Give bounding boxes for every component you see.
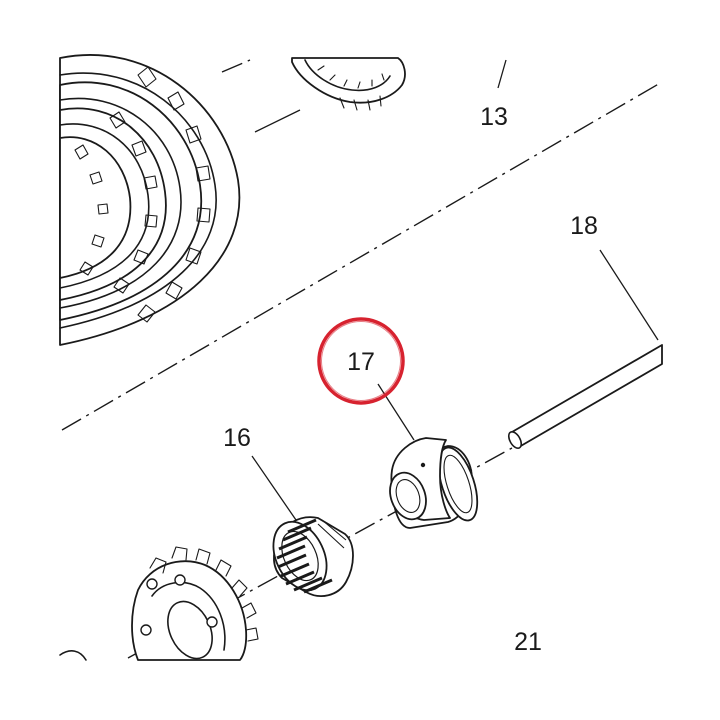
callout-13: 13 bbox=[480, 103, 508, 131]
clutch-hub bbox=[291, 57, 406, 111]
highlight-ring-outer bbox=[317, 317, 405, 405]
callout-labels: 13 16 17 18 21 bbox=[223, 103, 598, 656]
needle-roller-bearing bbox=[272, 516, 354, 597]
highlight-ring-inner bbox=[321, 321, 401, 401]
bushing-sleeve bbox=[389, 437, 479, 529]
callout-21: 21 bbox=[514, 628, 542, 656]
leader-13 bbox=[497, 59, 507, 89]
leader-18 bbox=[599, 249, 659, 341]
top-center-axis bbox=[221, 59, 251, 73]
callout-16: 16 bbox=[223, 424, 251, 452]
leader-17 bbox=[377, 383, 415, 441]
callout-17: 17 bbox=[347, 348, 375, 376]
drive-gear bbox=[59, 546, 259, 661]
pushrod-shaft bbox=[507, 344, 663, 449]
leader-16 bbox=[251, 455, 297, 521]
highlight-circle bbox=[317, 317, 405, 405]
upper-center-axis bbox=[61, 81, 663, 431]
clutch-plate-stack bbox=[59, 54, 301, 346]
center-axes bbox=[61, 59, 663, 659]
callout-18: 18 bbox=[570, 212, 598, 240]
